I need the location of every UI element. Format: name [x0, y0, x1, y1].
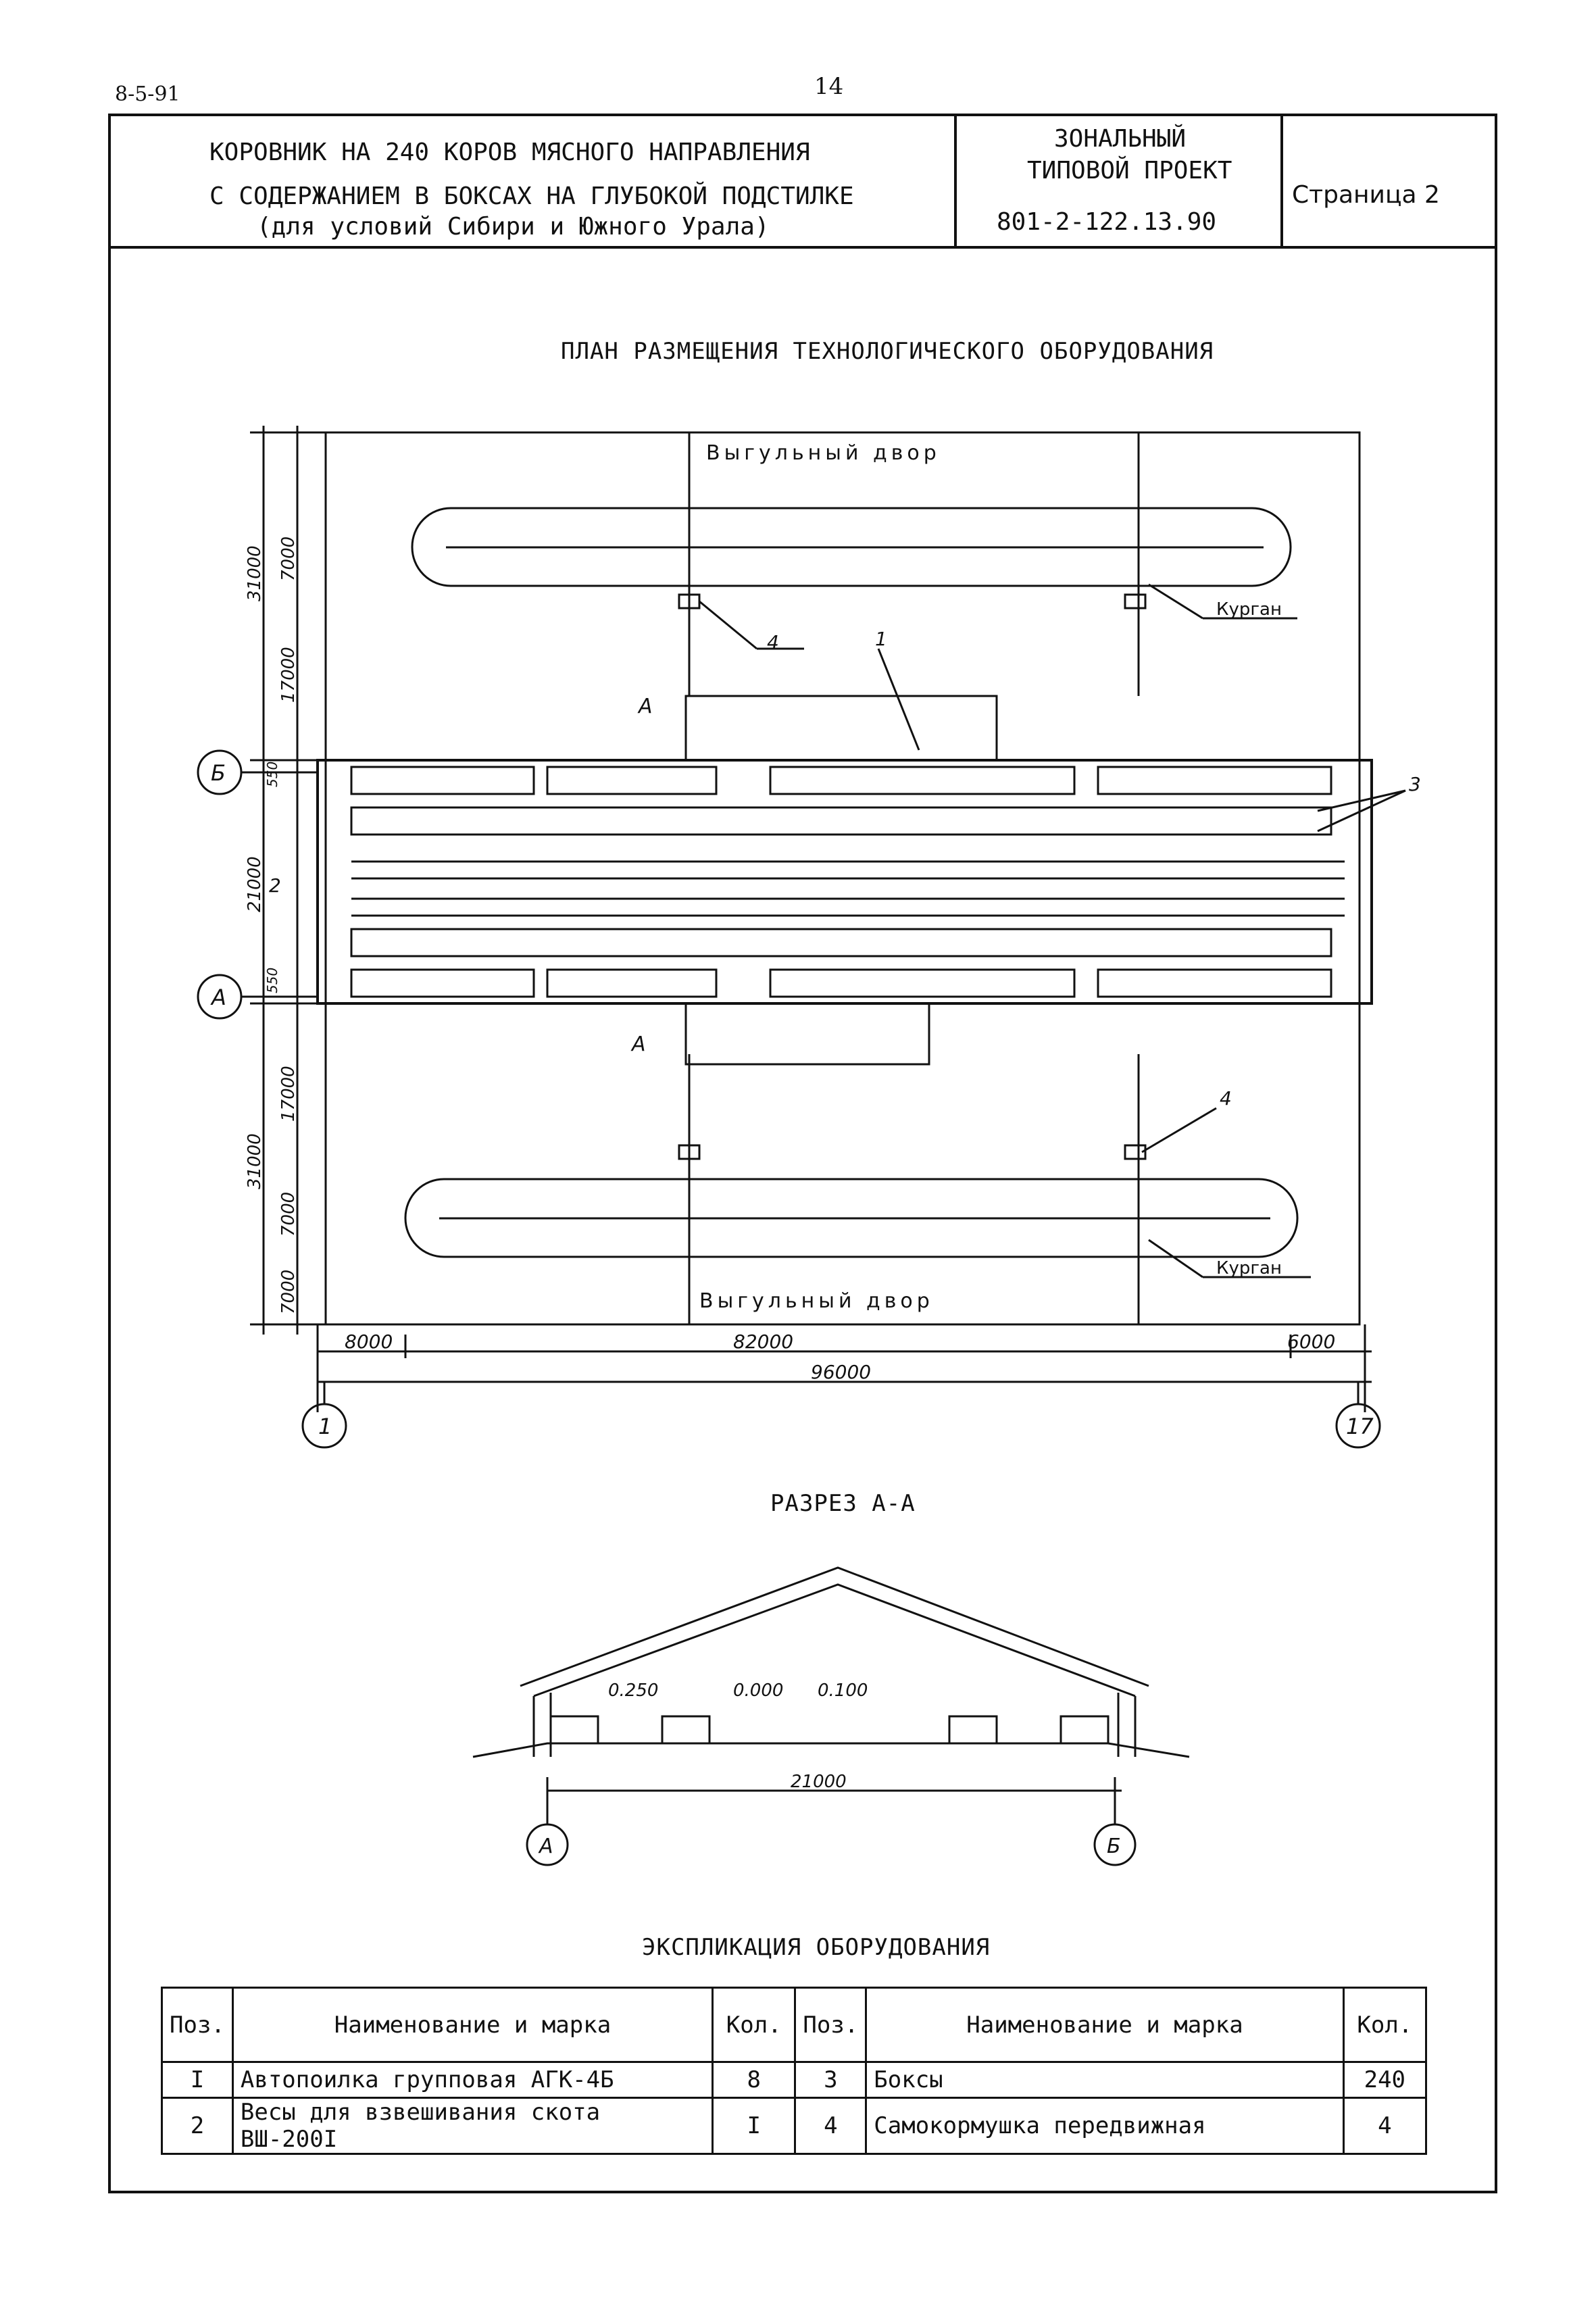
dim-17000-bottom: 17000: [278, 1066, 299, 1122]
callout-4-top: 4: [767, 631, 779, 653]
dim-31000-top: 31000: [245, 545, 265, 601]
mound-bottom: [404, 1178, 1299, 1258]
page-number: 14: [814, 73, 844, 100]
dim-8000: 8000: [345, 1330, 393, 1353]
row2-qty-2: 4: [1342, 2097, 1428, 2155]
header-name-2: Наименование и марка: [865, 1987, 1345, 2063]
row2-pos: 2: [161, 2097, 234, 2155]
row1-name: Автопоилка групповая АГК-4Б: [231, 2061, 714, 2099]
dim-17000-top: 17000: [278, 647, 299, 703]
dim-82000: 82000: [733, 1330, 793, 1353]
section-mark-top: А: [637, 695, 653, 718]
header-qty-2: Кол.: [1342, 1987, 1428, 2063]
table-header-row: Поз. Наименование и марка Кол. Поз. Наим…: [161, 1987, 1428, 2063]
explication-table: Поз. Наименование и марка Кол. Поз. Наим…: [161, 1987, 1428, 2155]
callout-3: 3: [1409, 773, 1421, 795]
mound-top: [411, 507, 1292, 587]
axis-col-1: 1: [318, 1414, 332, 1439]
callout-4-bottom: 4: [1220, 1087, 1232, 1110]
row2-name: Весы для взвешивания скота ВШ-200I: [231, 2097, 714, 2155]
title-line-1: КОРОВНИК НА 240 КОРОВ МЯСНОГО НАПРАВЛЕНИ…: [209, 139, 810, 166]
project-number: 801-2-122.13.90: [997, 208, 1217, 236]
row1-pos: I: [161, 2061, 234, 2099]
title-line-3: (для условий Сибири и Южного Урала): [257, 213, 770, 241]
header-pos-2: Поз.: [794, 1987, 868, 2063]
page-label: Страница 2: [1292, 181, 1440, 209]
table-row: 2 Весы для взвешивания скота ВШ-200I I 4…: [161, 2097, 1428, 2155]
dim-7000-bottom: 7000: [278, 1270, 299, 1314]
level-0000: 0.000: [733, 1681, 783, 1701]
header-qty: Кол.: [712, 1987, 797, 2063]
corner-code: 8-5-91: [115, 82, 180, 106]
callout-1: 1: [875, 628, 887, 650]
section-span: 21000: [791, 1772, 847, 1792]
dim-7000-top: 7000: [278, 537, 299, 581]
project-type-2: ТИПОВОЙ ПРОЕКТ: [1027, 157, 1232, 184]
dim-550-top: 550: [264, 762, 280, 787]
mound-label-top: Курган: [1216, 599, 1282, 620]
level-0250: 0.250: [608, 1681, 658, 1701]
dim-7000-mid: 7000: [278, 1192, 299, 1237]
project-type-1: ЗОНАЛЬНЫЙ: [1054, 125, 1187, 153]
section-mark-bottom: А: [630, 1032, 646, 1056]
title-divider-2: [1280, 114, 1283, 249]
yard-outline: [324, 431, 1361, 1326]
header-name: Наименование и марка: [231, 1987, 714, 2063]
header-pos: Поз.: [161, 1987, 234, 2063]
row1-name-2: Боксы: [865, 2061, 1345, 2099]
title-divider-1: [954, 114, 957, 249]
dim-31000-bottom: 31000: [245, 1133, 265, 1189]
title-block: [108, 114, 1497, 249]
table-row: I Автопоилка групповая АГК-4Б 8 3 Боксы …: [161, 2061, 1428, 2099]
title-line-2: С СОДЕРЖАНИЕМ В БОКСАХ НА ГЛУБОКОЙ ПОДСТ…: [209, 182, 854, 210]
row1-qty-2: 240: [1342, 2061, 1428, 2099]
page-frame: [108, 114, 1497, 2193]
dim-21000: 21000: [245, 856, 265, 912]
row2-qty: I: [712, 2097, 797, 2155]
row2-name-2: Самокормушка передвижная: [865, 2097, 1345, 2155]
dim-550-bottom: 550: [264, 968, 280, 993]
mound-label-bottom: Курган: [1216, 1258, 1282, 1278]
dim-6000: 6000: [1287, 1330, 1335, 1353]
callout-2: 2: [269, 874, 281, 897]
dim-96000: 96000: [811, 1361, 871, 1383]
section-axis-b: Б: [1107, 1835, 1121, 1858]
explication-title: ЭКСПЛИКАЦИЯ ОБОРУДОВАНИЯ: [642, 1934, 991, 1961]
section-title: РАЗРЕЗ А-А: [770, 1490, 916, 1517]
axis-row-a: А: [210, 985, 226, 1010]
level-0100: 0.100: [818, 1681, 868, 1701]
section-axis-a: А: [538, 1835, 553, 1858]
yard-label-top: Выгульный двор: [706, 441, 941, 465]
axis-row-b: Б: [211, 760, 226, 786]
plan-title: ПЛАН РАЗМЕЩЕНИЯ ТЕХНОЛОГИЧЕСКОГО ОБОРУДО…: [561, 338, 1214, 365]
yard-label-bottom: Выгульный двор: [699, 1289, 934, 1313]
row1-pos-2: 3: [794, 2061, 868, 2099]
row1-qty: 8: [712, 2061, 797, 2099]
axis-col-17: 17: [1346, 1414, 1374, 1439]
row2-pos-2: 4: [794, 2097, 868, 2155]
